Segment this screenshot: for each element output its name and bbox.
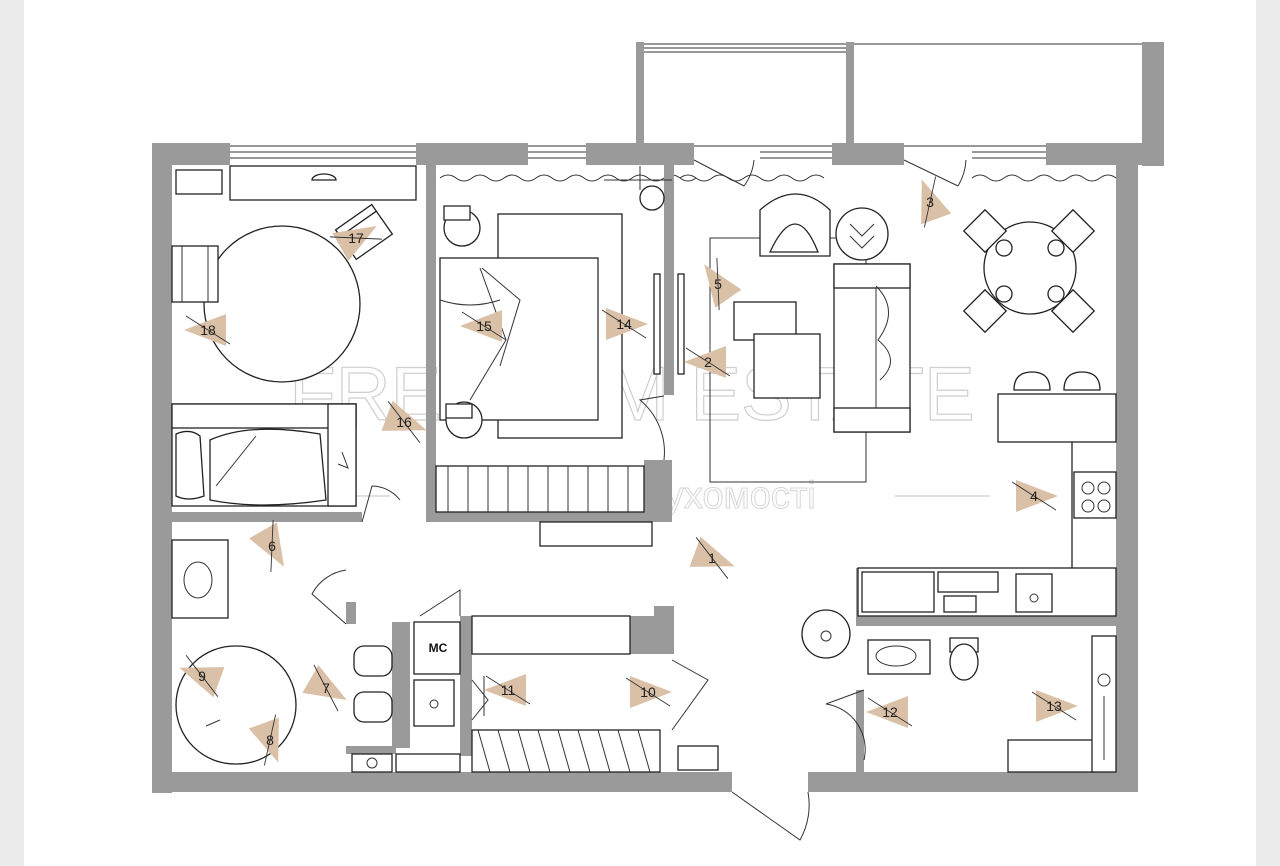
view-marker-line <box>685 347 731 377</box>
view-marker-18 <box>184 314 231 346</box>
view-marker-number: 18 <box>200 322 216 338</box>
view-marker-cone <box>484 674 526 706</box>
view-marker-cone <box>704 264 742 308</box>
child-room-furniture <box>171 165 417 507</box>
view-marker-cone <box>332 226 377 261</box>
view-marker-14 <box>601 308 648 340</box>
view-marker-line <box>601 309 647 339</box>
view-marker-5 <box>704 257 742 311</box>
view-marker-line <box>1031 691 1077 721</box>
view-marker-number: 7 <box>322 680 330 696</box>
view-marker-17 <box>329 226 383 261</box>
view-marker-line <box>695 537 729 579</box>
view-marker-line <box>313 664 339 712</box>
view-marker-number: 1 <box>708 550 716 566</box>
view-marker-number: 4 <box>1030 488 1038 504</box>
view-marker-line <box>185 315 231 345</box>
closet-label: MC <box>429 641 448 655</box>
view-marker-cone <box>302 665 347 700</box>
view-marker-line <box>485 675 531 705</box>
view-marker-number: 3 <box>926 194 934 210</box>
hallway-furniture: MC <box>413 609 851 773</box>
curtains <box>439 174 1117 182</box>
view-marker-cone <box>1016 480 1058 512</box>
view-marker-number: 10 <box>640 684 656 700</box>
view-marker-7 <box>302 664 347 712</box>
view-marker-number: 16 <box>396 414 412 430</box>
view-marker-number: 11 <box>501 682 516 698</box>
view-marker-cone <box>684 346 726 378</box>
view-marker-16 <box>381 400 427 443</box>
wc-furniture <box>867 635 1117 773</box>
view-marker-cone <box>1036 690 1078 722</box>
outer-walls <box>152 143 1142 793</box>
windows <box>230 145 1046 187</box>
view-marker-cone <box>179 667 225 698</box>
view-marker-3 <box>921 176 952 228</box>
view-marker-line <box>185 655 219 697</box>
bedroom-furniture <box>435 166 685 547</box>
view-marker-4 <box>1011 480 1058 512</box>
view-marker-cone <box>460 310 502 342</box>
view-marker-line <box>387 401 421 443</box>
view-marker-number: 2 <box>704 354 712 370</box>
view-marker-line <box>1011 481 1057 511</box>
view-marker-cone <box>866 696 908 728</box>
view-marker-number: 14 <box>616 316 632 332</box>
view-marker-line <box>461 311 507 341</box>
view-marker-13 <box>1031 690 1078 722</box>
view-marker-line <box>329 236 383 240</box>
view-marker-12 <box>866 696 913 728</box>
view-marker-cone <box>689 536 735 567</box>
view-marker-line <box>625 677 671 707</box>
view-marker-cone <box>630 676 672 708</box>
view-marker-line <box>716 257 720 311</box>
balcony <box>636 42 1164 166</box>
view-marker-6 <box>249 519 284 573</box>
view-marker-number: 6 <box>268 538 276 554</box>
view-marker-cone <box>249 522 284 567</box>
view-marker-9 <box>179 655 225 698</box>
doors <box>311 395 866 841</box>
view-marker-cone <box>381 400 427 431</box>
view-marker-number: 13 <box>1046 698 1062 714</box>
view-marker-cone <box>184 314 226 346</box>
view-marker-line <box>270 519 274 573</box>
view-marker-line <box>263 714 277 766</box>
view-marker-number: 9 <box>198 668 206 684</box>
view-marker-10 <box>625 676 672 708</box>
view-marker-1 <box>689 536 735 579</box>
view-marker-8 <box>248 714 279 766</box>
view-marker-cone <box>248 717 279 763</box>
living-room-furniture <box>709 193 1117 617</box>
view-marker-line <box>923 176 937 228</box>
view-marker-number: 8 <box>266 732 274 748</box>
view-marker-number: 12 <box>882 704 898 720</box>
view-marker-15 <box>460 310 507 342</box>
view-marker-number: 5 <box>714 276 722 292</box>
view-marker-number: 17 <box>348 230 364 246</box>
view-marker-cone <box>606 308 648 340</box>
view-marker-2 <box>684 346 731 378</box>
view-marker-11 <box>484 674 531 706</box>
view-marker-number: 15 <box>476 318 492 334</box>
view-marker-cone <box>921 179 952 225</box>
view-marker-line <box>867 697 913 727</box>
